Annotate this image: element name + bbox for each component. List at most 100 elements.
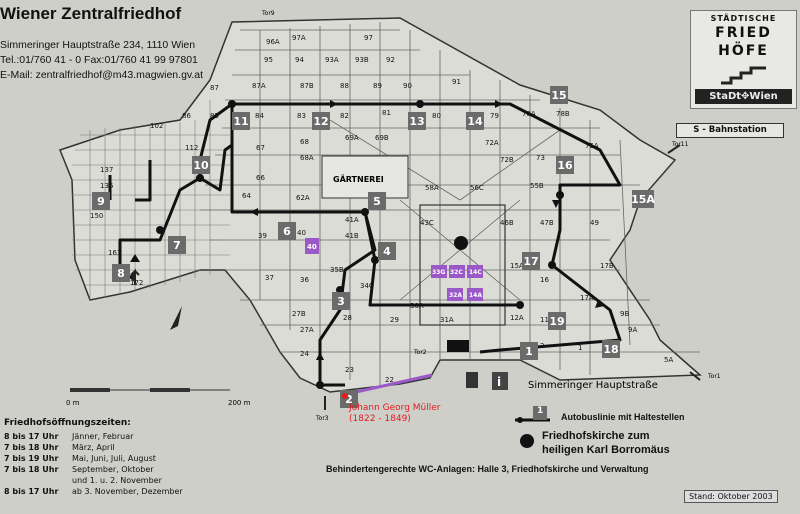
svg-text:68: 68 — [300, 138, 309, 146]
hours-time: 8 bis 17 Uhr — [4, 432, 59, 441]
stand-date: Stand: Oktober 2003 — [684, 490, 778, 503]
scale-label-end: 200 m — [228, 399, 251, 407]
gaertnerei-label: GÄRTNEREI — [333, 174, 384, 184]
hours-time — [4, 475, 72, 486]
staedtische-friedhoefe-logo: STÄDTISCHE FRIED HÖFE StaDt✥Wien — [690, 10, 797, 109]
bus-stop-9 — [92, 192, 110, 210]
bus-stop-label: 7 — [173, 239, 181, 252]
svg-text:136: 136 — [100, 182, 114, 190]
svg-text:80: 80 — [432, 112, 441, 120]
svg-text:85: 85 — [210, 112, 219, 120]
hours-months: März, April — [72, 443, 115, 452]
bus-stop-label: 12 — [313, 115, 328, 128]
bus-stop-label: 6 — [283, 225, 291, 238]
svg-text:23: 23 — [345, 366, 354, 374]
svg-text:40: 40 — [297, 229, 306, 237]
svg-text:14C: 14C — [469, 269, 482, 276]
svg-text:37: 37 — [265, 274, 274, 282]
gate-tor9-label: Tor9 — [261, 10, 275, 17]
scale-label-0: 0 m — [66, 399, 80, 407]
svg-text:72B: 72B — [500, 156, 514, 164]
highlight-section-32a — [447, 288, 463, 301]
legend-church-line2: heiligen Karl Borromäus — [542, 444, 670, 456]
hours-time: 7 bis 18 Uhr — [4, 465, 59, 474]
svg-text:102: 102 — [150, 122, 163, 130]
bus-stop-19 — [548, 312, 566, 330]
svg-text:150: 150 — [90, 212, 103, 220]
street-label: Simmeringer Hauptstraße — [528, 380, 658, 391]
svg-text:31A: 31A — [440, 316, 454, 324]
svg-text:34C: 34C — [360, 282, 374, 290]
svg-text:56C: 56C — [470, 184, 484, 192]
bus-stop-17 — [522, 252, 540, 270]
church-dot — [454, 236, 468, 250]
church-area — [419, 204, 506, 326]
svg-text:163: 163 — [108, 249, 121, 257]
email: E-Mail: zentralfriedhof@m43.magwien.gv.a… — [0, 69, 204, 81]
cemetery-title: Wiener Zentralfriedhof — [0, 4, 182, 23]
stairs-icon — [721, 66, 766, 85]
stop-dots — [156, 100, 564, 389]
bus-stop-label: 9 — [97, 195, 105, 208]
svg-text:78A: 78A — [522, 110, 536, 118]
hours-row: 8 bis 17 Uhr Jänner, Februar — [4, 431, 183, 442]
hours-months: und 1. u. 2. November — [72, 476, 162, 485]
svg-text:17B: 17B — [600, 262, 614, 270]
svg-text:66: 66 — [256, 174, 265, 182]
bus-stop-label: 14 — [467, 115, 483, 128]
svg-text:82: 82 — [340, 112, 349, 120]
svg-text:75A: 75A — [585, 142, 599, 150]
hours-months: ab 3. November, Dezember — [72, 487, 183, 496]
bus-stop-12 — [312, 112, 330, 130]
bus-stop-label: 8 — [117, 267, 125, 280]
legend-church-dot — [520, 434, 534, 448]
svg-text:79: 79 — [490, 112, 499, 120]
grave-marker-label: Johann Georg Müller (1822 - 1849) — [349, 403, 441, 425]
svg-text:91: 91 — [452, 78, 461, 86]
svg-text:41B: 41B — [345, 232, 359, 240]
svg-text:5A: 5A — [664, 356, 673, 364]
svg-text:49: 49 — [590, 219, 599, 227]
svg-text:22: 22 — [385, 376, 394, 384]
bus-stop-label: 15A — [631, 193, 655, 206]
svg-text:73: 73 — [536, 154, 545, 162]
svg-text:87B: 87B — [300, 82, 314, 90]
svg-text:11: 11 — [540, 316, 549, 324]
bus-stop-8 — [112, 264, 130, 282]
info-icon-glyph: i — [497, 375, 501, 389]
info-icon — [492, 372, 508, 390]
svg-text:87: 87 — [210, 84, 219, 92]
highlight-section-14a — [467, 288, 483, 301]
hours-row: und 1. u. 2. November — [4, 475, 183, 486]
svg-text:43C: 43C — [420, 219, 434, 227]
grave-location-dot — [342, 393, 348, 399]
logo-line1: STÄDTISCHE — [710, 14, 777, 23]
svg-text:97A: 97A — [292, 34, 306, 42]
svg-text:89: 89 — [373, 82, 382, 90]
gate-tor11-label: Tor11 — [671, 141, 689, 148]
svg-text:27A: 27A — [300, 326, 314, 334]
legend-stop-number: 1 — [537, 406, 544, 416]
svg-text:28: 28 — [343, 314, 352, 322]
hours-months: Jänner, Februar — [72, 432, 134, 441]
highlight-section-32c — [449, 265, 465, 278]
bus-stop-label: 3 — [337, 295, 345, 308]
svg-text:12A: 12A — [510, 314, 524, 322]
route-arrows — [130, 100, 604, 360]
svg-text:78B: 78B — [556, 110, 570, 118]
svg-text:9B: 9B — [620, 310, 629, 318]
highlight-section-33g — [431, 265, 447, 278]
logo-line4: StaDt✥Wien — [695, 89, 792, 104]
bus-stop-label: 2 — [345, 393, 353, 406]
svg-text:68A: 68A — [300, 154, 314, 162]
svg-text:32C: 32C — [450, 269, 463, 276]
address: Simmeringer Hauptstraße 234, 1110 Wien — [0, 39, 196, 51]
svg-text:33G: 33G — [432, 269, 445, 276]
opening-hours-title: Friedhofsöffnungszeiten: — [4, 418, 131, 428]
legend-bus-label: Autobuslinie mit Haltestellen — [561, 412, 685, 422]
grave-years: (1822 - 1849) — [349, 414, 411, 424]
hours-months: September, Oktober — [72, 465, 154, 474]
bus-stop-16 — [556, 156, 574, 174]
